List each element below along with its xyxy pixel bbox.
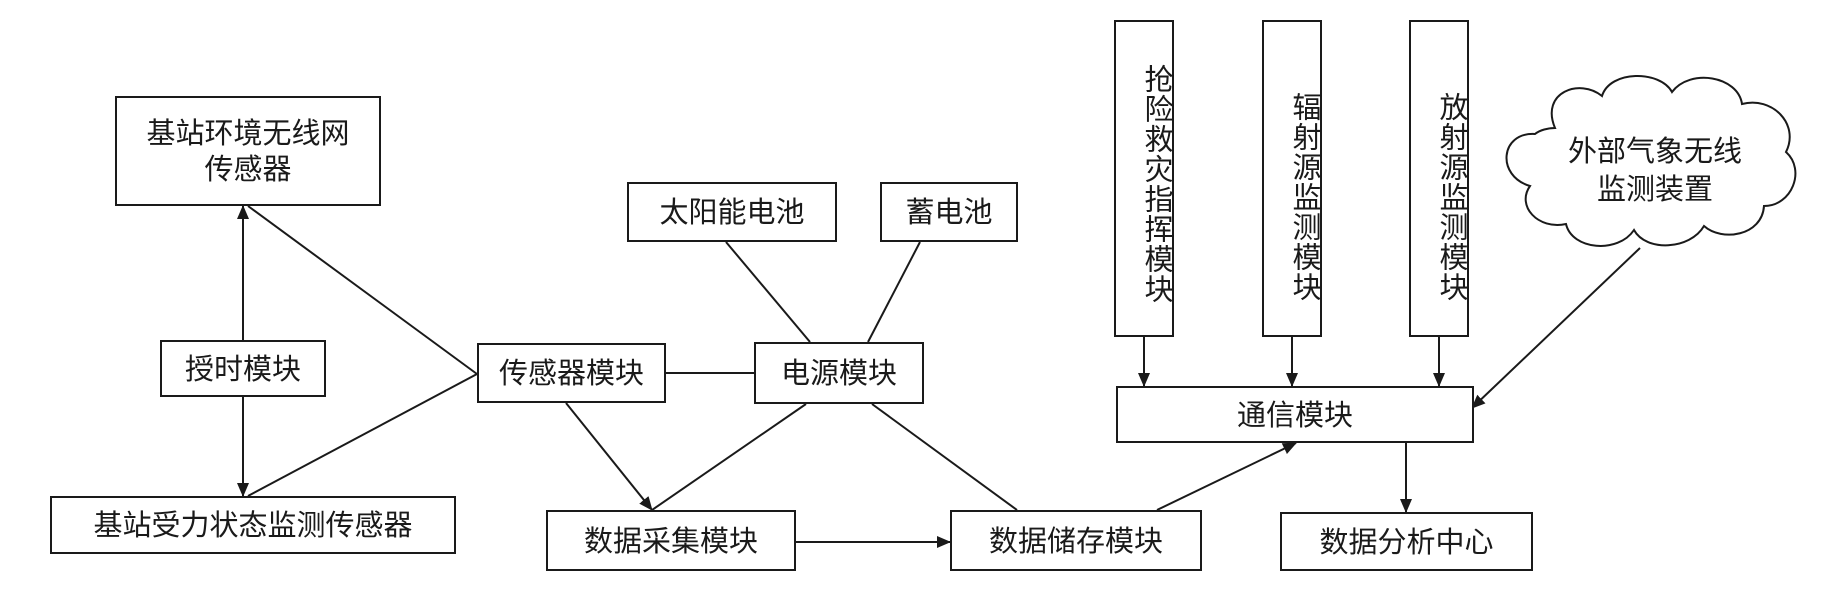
weather-device-label: 外部气象无线 监测装置 xyxy=(1567,134,1742,206)
env-sensor-node: 基站环境无线网 传感器 xyxy=(115,96,381,206)
force-sensor-node: 基站受力状态监测传感器 xyxy=(50,496,456,554)
data-acquisition-node: 数据采集模块 xyxy=(546,510,796,571)
edge-weather-to-comm xyxy=(1471,247,1641,409)
radiation-monitor-a-node: 辐射源监测模块 xyxy=(1262,20,1322,337)
rescue-command-node: 抢险救灾指挥模块 xyxy=(1114,20,1174,337)
edge-solar-to-power xyxy=(725,241,811,343)
radiation-monitor-b-node: 放射源监测模块 xyxy=(1409,20,1469,337)
edge-storage-to-comm xyxy=(1156,442,1297,511)
sensor-module-node: 传感器模块 xyxy=(477,343,666,403)
battery-node: 蓄电池 xyxy=(880,182,1018,242)
solar-cell-node: 太阳能电池 xyxy=(627,182,837,242)
weather-cloud-shape xyxy=(1505,75,1797,247)
edge-force-sensor-to-sensor-module xyxy=(247,373,478,497)
data-analysis-center-node: 数据分析中心 xyxy=(1280,512,1533,571)
data-storage-node: 数据储存模块 xyxy=(950,510,1202,571)
edge-power-to-storage xyxy=(871,403,1018,511)
edge-env-sensor-to-sensor-module xyxy=(247,205,478,375)
edge-power-to-acquisition xyxy=(651,403,807,511)
communication-module-node: 通信模块 xyxy=(1116,386,1474,443)
edge-sensor-module-to-acquisition xyxy=(565,402,653,511)
edge-battery-to-power xyxy=(867,241,921,343)
timing-module-node: 授时模块 xyxy=(160,340,326,397)
power-module-node: 电源模块 xyxy=(754,342,924,404)
